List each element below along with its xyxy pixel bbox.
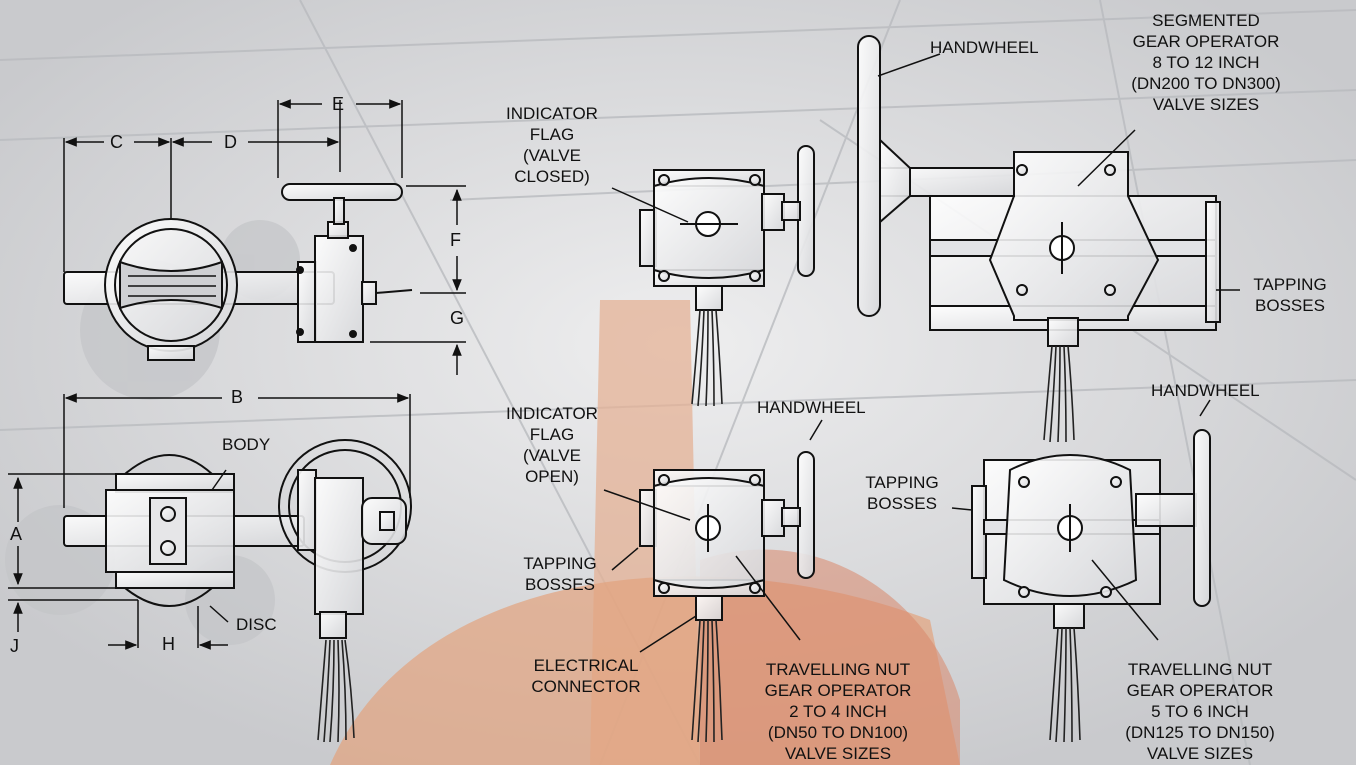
label-handwheel-top: HANDWHEEL bbox=[930, 38, 1039, 57]
small-operator-open bbox=[639, 451, 815, 621]
dim-f: F bbox=[450, 230, 461, 250]
small-operator-closed bbox=[639, 145, 815, 311]
dim-a: A bbox=[10, 524, 23, 544]
label-handwheel-mid: HANDWHEEL bbox=[757, 398, 866, 417]
dim-j: J bbox=[10, 636, 19, 656]
dim-g: G bbox=[450, 308, 465, 328]
dim-d: D bbox=[224, 132, 237, 152]
dim-b: B bbox=[231, 387, 244, 407]
label-handwheel-right: HANDWHEEL bbox=[1151, 381, 1260, 400]
valve-top-view bbox=[63, 439, 412, 639]
cable-bundle bbox=[317, 639, 355, 743]
segmented-operator bbox=[857, 35, 1221, 347]
dim-e: E bbox=[332, 94, 345, 114]
label-disc: DISC bbox=[236, 615, 277, 634]
dim-c: C bbox=[110, 132, 123, 152]
dim-h: H bbox=[162, 634, 175, 654]
valve-front-view bbox=[63, 183, 413, 361]
medium-operator bbox=[971, 429, 1211, 629]
label-body: BODY bbox=[222, 435, 271, 454]
